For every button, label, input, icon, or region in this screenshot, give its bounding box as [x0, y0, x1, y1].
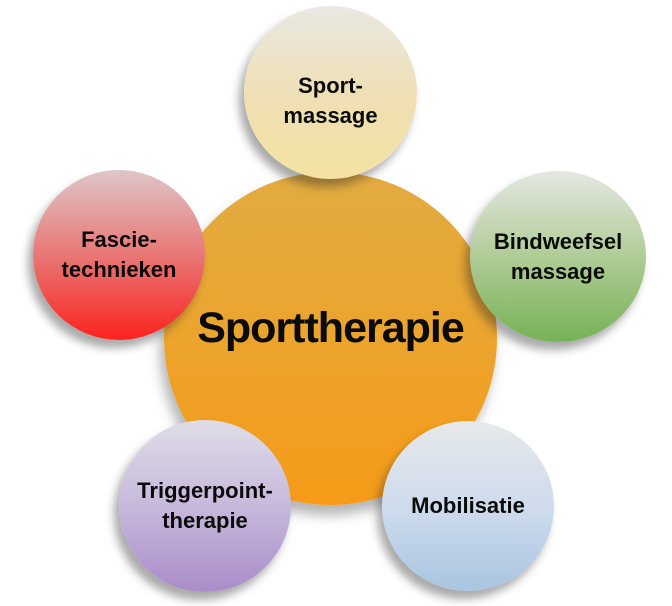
node-fascie-technieken-label: Fascie- technieken [62, 225, 177, 285]
node-label-line: therapie [162, 508, 248, 533]
node-label-line: massage [510, 258, 606, 284]
node-sport-massage: Sport- massage [244, 6, 417, 179]
node-label-line: Mobilisatie [411, 493, 525, 518]
node-mobilisatie: Mobilisatie [382, 421, 554, 591]
node-bindweefsel-massage-label: Bindweefsel massage [494, 227, 622, 287]
node-label-line: technieken [61, 257, 177, 282]
node-label-line: Triggerpoint- [137, 478, 273, 503]
node-fascie-technieken: Fascie- technieken [33, 170, 205, 340]
node-mobilisatie-label: Mobilisatie [411, 491, 525, 521]
node-label-line: massage [283, 102, 378, 128]
node-triggerpoint-therapie-label: Triggerpoint- therapie [137, 476, 273, 536]
node-sport-massage-label: Sport- massage [283, 71, 377, 131]
node-label-line: Fascie- [81, 227, 157, 252]
node-label-line: Bindweefsel [493, 228, 623, 254]
node-triggerpoint-therapie: Triggerpoint- therapie [119, 420, 291, 592]
center-label: Sporttherapie [197, 304, 465, 352]
node-bindweefsel-massage: Bindweefsel massage [470, 171, 646, 342]
node-label-line: Sport- [298, 72, 363, 98]
